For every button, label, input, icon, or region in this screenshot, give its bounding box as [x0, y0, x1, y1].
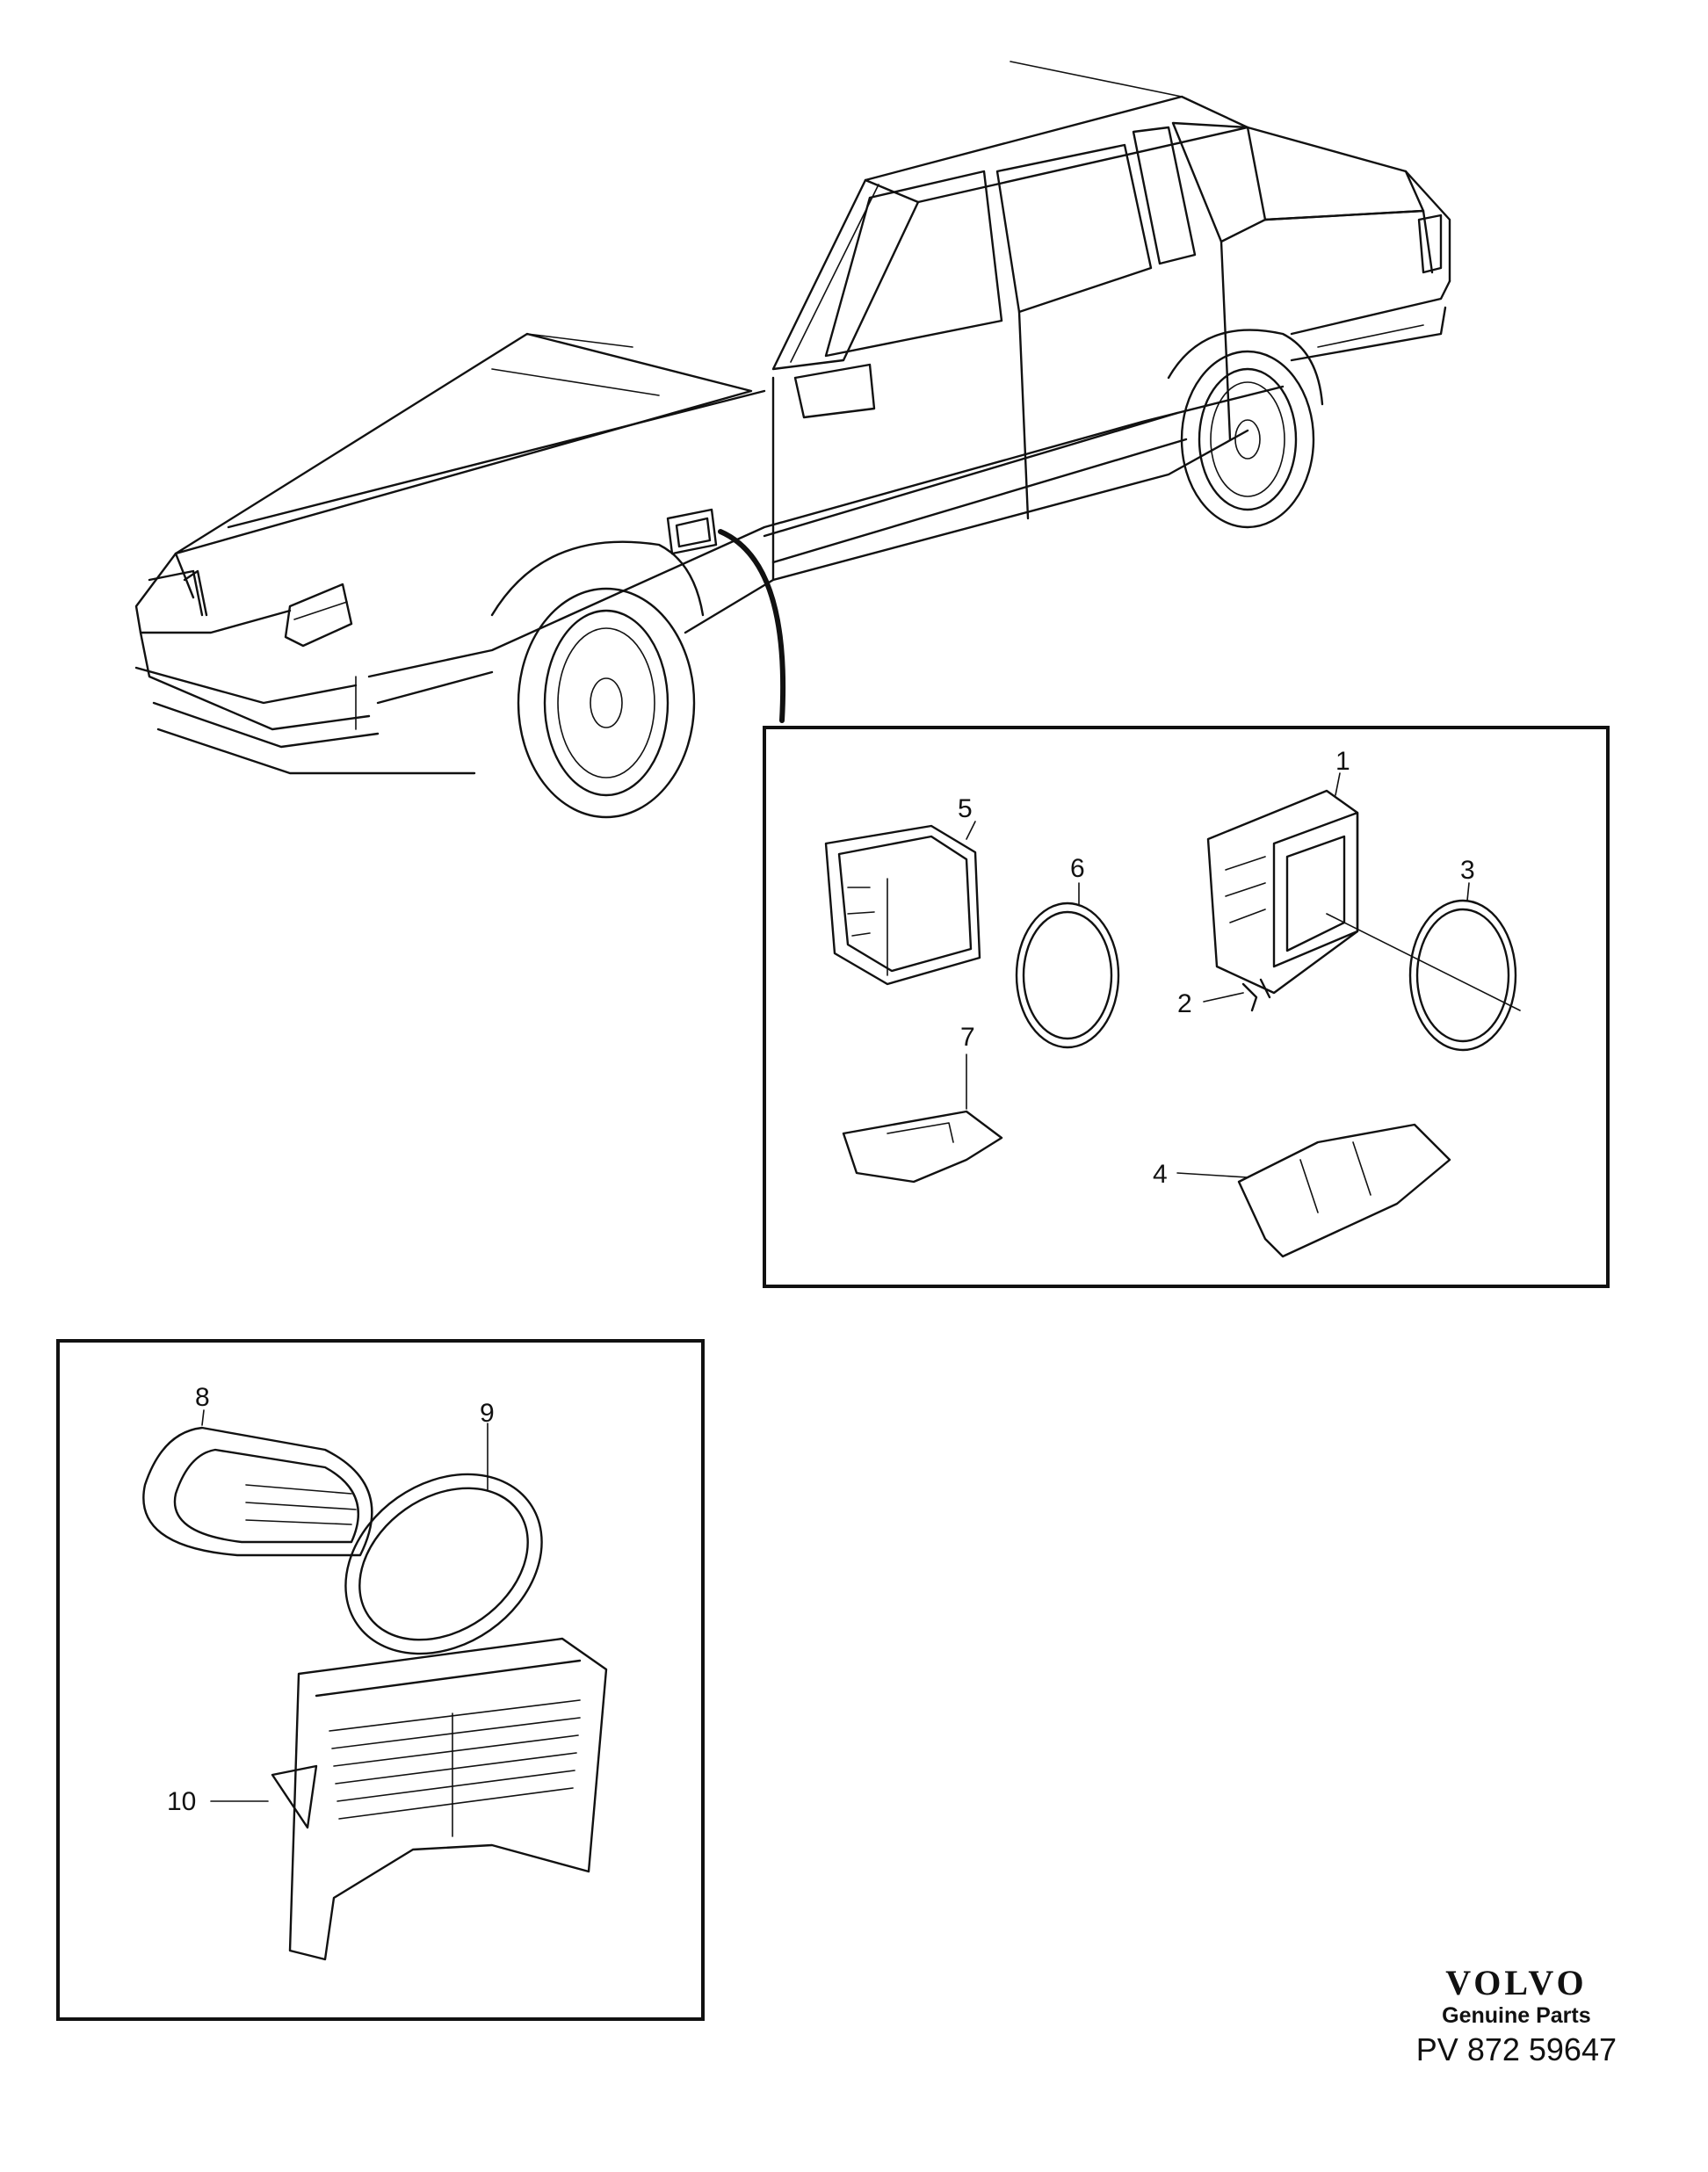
volvo-logo: VOLVO	[1445, 1963, 1588, 2002]
part-6-ring	[1015, 901, 1120, 1049]
detail-box-upper	[763, 726, 1610, 1288]
callout-3: 3	[1460, 856, 1475, 885]
part-1-housing	[1206, 789, 1521, 1011]
part-number-code: PV 872 59647	[1415, 2031, 1617, 2067]
car-illustration	[134, 61, 1451, 819]
callout-6: 6	[1070, 854, 1085, 883]
part-9-gasket	[344, 1473, 543, 1655]
callout-5: 5	[958, 794, 973, 823]
leader-3	[1466, 882, 1470, 901]
part-2-clip	[1241, 978, 1271, 1012]
part-10-vent-grille	[271, 1637, 608, 1961]
part-8-vent-cover	[142, 1426, 373, 1557]
leader-8	[201, 1409, 205, 1426]
part-5-cover	[824, 824, 981, 986]
leader-5	[966, 821, 976, 840]
callout-10: 10	[167, 1787, 196, 1816]
leader-2	[1203, 992, 1244, 1003]
callout-1: 1	[1335, 747, 1350, 776]
callout-2: 2	[1177, 989, 1192, 1018]
leader-4	[1176, 1172, 1248, 1178]
callout-9: 9	[480, 1399, 495, 1428]
part-7-bracket	[842, 1110, 1003, 1184]
callout-4: 4	[1153, 1160, 1168, 1189]
callout-7: 7	[960, 1023, 975, 1052]
detail-box-lower	[56, 1339, 705, 2021]
brand-subtitle: Genuine Parts	[1442, 2003, 1591, 2028]
brand-block: VOLVO Genuine Parts PV 872 59647	[1416, 1964, 1617, 2067]
part-4-shield	[1237, 1123, 1451, 1258]
part-3-ring	[1408, 899, 1517, 1052]
leader-1	[1335, 772, 1341, 796]
callout-8: 8	[195, 1383, 210, 1412]
